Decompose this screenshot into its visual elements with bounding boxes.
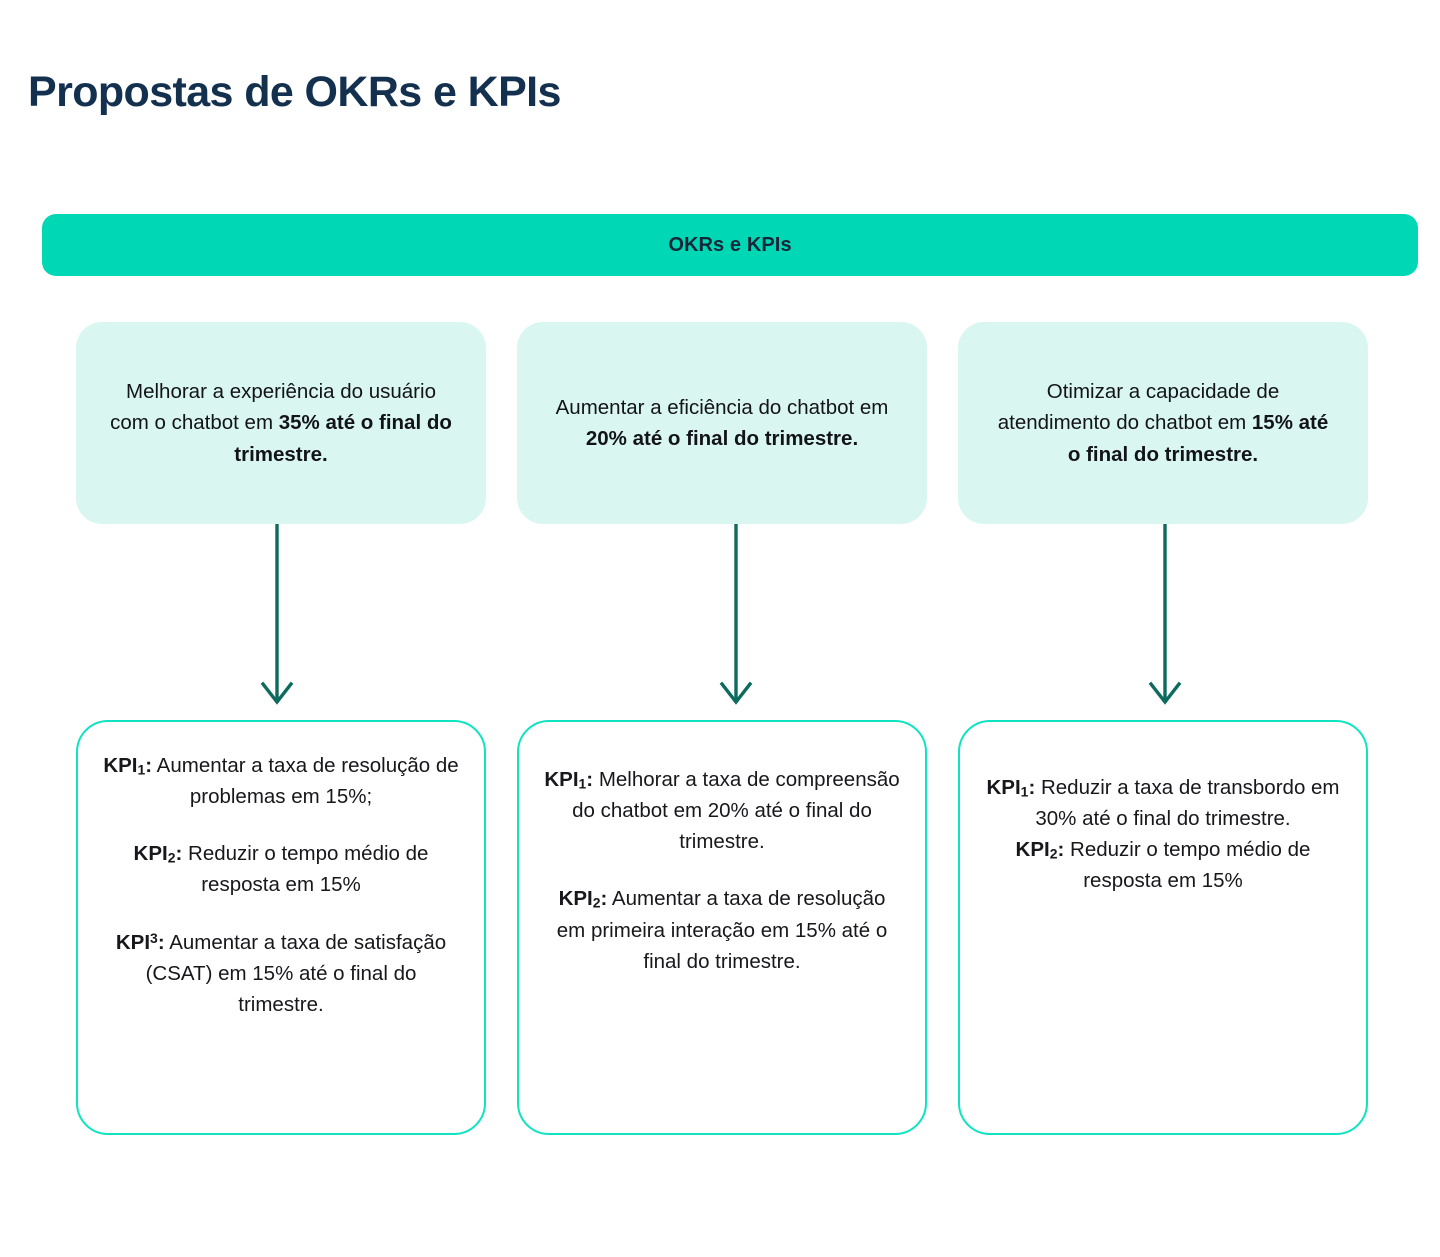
objective-plain-1: Melhorar a experiência do usuário com o … <box>110 379 436 435</box>
kpi-label: KPI <box>115 930 151 954</box>
kpi-index: 2 <box>167 849 176 866</box>
kpi-text: Reduzir o tempo médio de resposta em 15% <box>182 842 429 897</box>
kpi-text: Aumentar a taxa de satisfação (CSAT) em … <box>145 930 447 1016</box>
kpi-text: Aumentar a taxa de resolução de problema… <box>152 754 459 809</box>
page-title: Propostas de OKRs e KPIs <box>28 67 561 116</box>
objective-card-3[interactable]: Otimizar a capacidade de atendimento do … <box>958 322 1368 524</box>
kpi-label: KPI <box>103 754 138 777</box>
kpi-text: Reduzir a taxa de transbordo em 30% até … <box>1035 776 1340 831</box>
kpi-label: KPI <box>1015 838 1050 862</box>
objective-bold-2: 20% até o final do trimestre. <box>585 427 859 450</box>
kpi-item: KPI1: Melhorar a taxa de compreensão do … <box>544 768 900 854</box>
kpi-label: KPI <box>544 768 579 791</box>
kpi-item: KPI2: Reduzir o tempo médio de resposta … <box>133 842 429 897</box>
kpi-item: KPI2: Reduzir o tempo médio de resposta … <box>1015 838 1311 893</box>
objective-text-3: Otimizar a capacidade de atendimento do … <box>992 376 1334 470</box>
kpi-item: KPI1: Aumentar a taxa de resolução de pr… <box>103 754 459 809</box>
kpi-label: KPI <box>133 842 168 866</box>
kpi-card-3[interactable]: KPI1: Reduzir a taxa de transbordo em 30… <box>958 720 1368 1135</box>
kpi-index: 2 <box>1049 845 1058 862</box>
kpi-text: Reduzir o tempo médio de resposta em 15% <box>1064 838 1311 893</box>
kpi-item: KPI3: Aumentar a taxa de satisfação (CSA… <box>115 929 447 1016</box>
objective-text-1: Melhorar a experiência do usuário com o … <box>110 376 452 470</box>
connector-arrow-2 <box>517 524 927 720</box>
okr-kpi-banner: OKRs e KPIs <box>42 214 1418 276</box>
objective-card-1[interactable]: Melhorar a experiência do usuário com o … <box>76 322 486 524</box>
kpi-label: KPI <box>986 776 1021 799</box>
connector-arrow-3 <box>958 524 1368 720</box>
objective-text-2: Aumentar a eficiência do chatbot em 20% … <box>551 392 893 455</box>
objective-card-2[interactable]: Aumentar a eficiência do chatbot em 20% … <box>517 322 927 524</box>
kpi-index: 1 <box>578 775 587 792</box>
kpi-index: 2 <box>592 894 601 911</box>
kpi-text: Melhorar a taxa de compreensão do chatbo… <box>572 768 900 854</box>
kpi-index: 3 <box>150 929 158 946</box>
kpi-index: 1 <box>1020 783 1029 800</box>
kpi-card-1[interactable]: KPI1: Aumentar a taxa de resolução de pr… <box>76 720 486 1135</box>
kpi-item: KPI2: Aumentar a taxa de resolução em pr… <box>556 887 888 973</box>
connector-arrow-1 <box>76 524 486 720</box>
objective-bold-1: 35% até o final do trimestre. <box>234 411 452 466</box>
banner-label: OKRs e KPIs <box>668 233 792 256</box>
kpi-index: 1 <box>137 761 146 778</box>
kpi-item: KPI1: Reduzir a taxa de transbordo em 30… <box>986 776 1340 831</box>
kpi-text: Aumentar a taxa de resolução em primeira… <box>556 887 888 973</box>
objective-plain-3: Otimizar a capacidade de atendimento do … <box>997 379 1280 435</box>
kpi-label: KPI <box>558 887 593 911</box>
objective-bold-3: 15% até o final do trimestre. <box>1067 411 1329 466</box>
objective-plain-2: Aumentar a eficiência do chatbot em <box>555 395 889 419</box>
kpi-card-2[interactable]: KPI1: Melhorar a taxa de compreensão do … <box>517 720 927 1135</box>
